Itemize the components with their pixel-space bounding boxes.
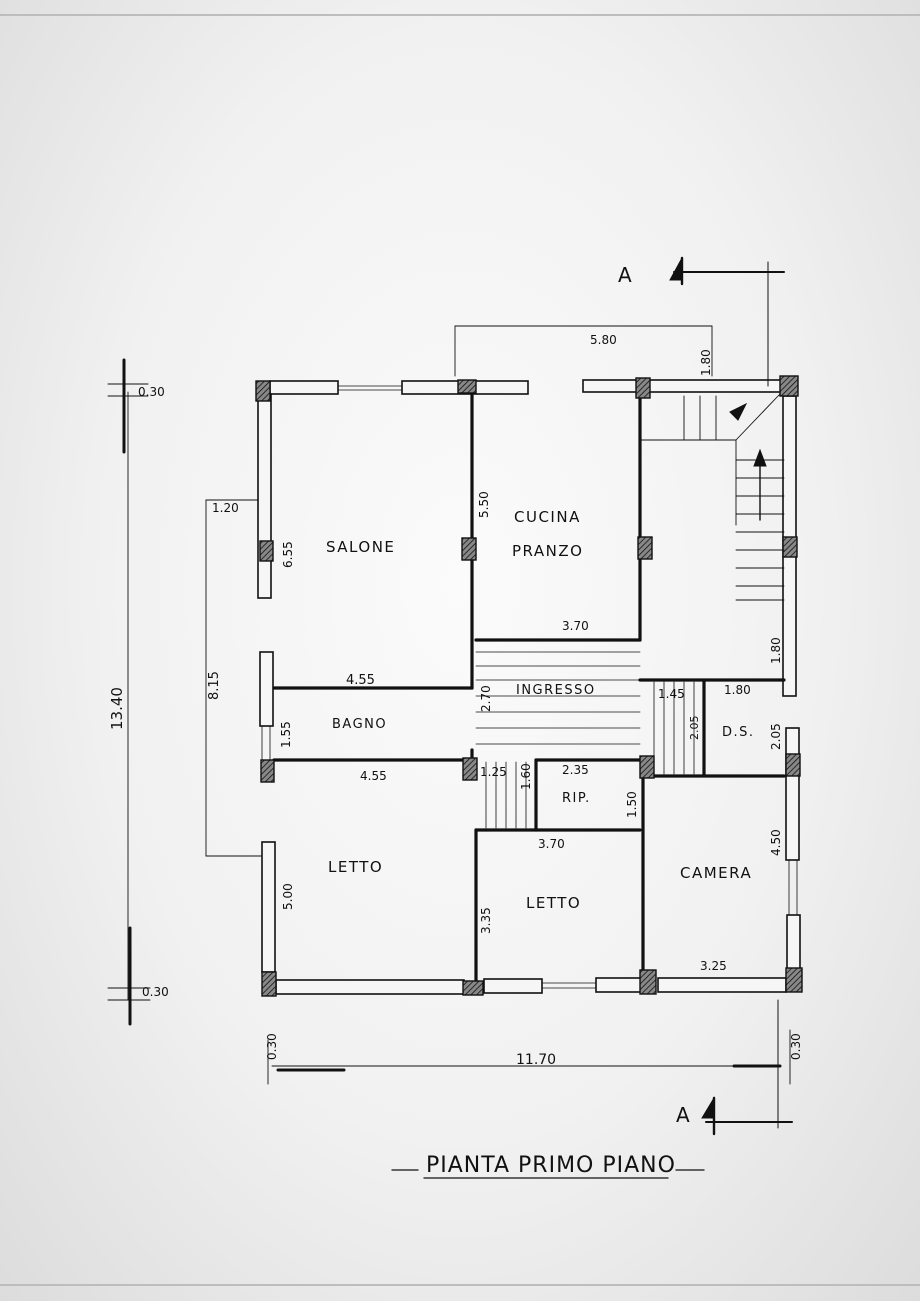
title-strokes xyxy=(391,1169,705,1179)
dim-label-ds-width: 1.80 xyxy=(724,683,751,697)
section-cut-bottom xyxy=(701,999,793,1136)
staircase-upper xyxy=(639,393,785,601)
section-marker-bottom: A xyxy=(676,1103,690,1127)
room-label-pranzo: PRANZO xyxy=(512,542,583,560)
dim-label-1-25: 1.25 xyxy=(480,765,507,779)
room-label-bagno: BAGNO xyxy=(332,717,387,732)
dim-label-1-20: 1.20 xyxy=(212,501,239,515)
dim-label-cucina-height: 5.50 xyxy=(477,491,491,518)
dim-label-rip-height: 1.50 xyxy=(625,791,639,818)
room-label-rip: RIP. xyxy=(562,791,591,806)
outer-wall-left xyxy=(257,393,276,973)
dim-label-5-80: 5.80 xyxy=(590,333,617,347)
outer-wall-bottom xyxy=(275,977,787,995)
dim-label-1-60: 1.60 xyxy=(519,763,533,790)
dim-label-overall-width: 11.70 xyxy=(516,1052,556,1068)
dim-label-cucina-width: 3.70 xyxy=(562,619,589,633)
dim-label-letto-mid-width: 3.70 xyxy=(538,837,565,851)
stair-direction-arrows xyxy=(729,402,767,521)
sheet-border xyxy=(0,14,920,1286)
section-marker-top: A xyxy=(618,263,632,287)
dim-label-salone-width: 4.55 xyxy=(346,673,375,688)
staircase-ingresso xyxy=(475,651,695,829)
dim-label-1-45: 1.45 xyxy=(658,687,685,701)
dim-label-overall-height: 13.40 xyxy=(108,687,126,730)
room-label-ds: D.S. xyxy=(722,725,755,740)
section-cut-top xyxy=(669,256,785,387)
room-label-ingresso: INGRESSO xyxy=(516,683,596,698)
room-label-camera: CAMERA xyxy=(680,864,752,882)
dimension-ticks xyxy=(122,358,782,1072)
dim-label-2-05-stair: 2.05 xyxy=(688,716,701,741)
dim-label-wall-top: 0.30 xyxy=(138,385,165,399)
room-label-salone: SALONE xyxy=(326,538,395,556)
dim-label-bagno-width: 4.55 xyxy=(360,769,387,783)
dim-label-ds-height: 2.05 xyxy=(769,723,783,750)
drawing-title: PIANTA PRIMO PIANO xyxy=(426,1153,676,1178)
dim-label-wall-left: 0.30 xyxy=(265,1033,279,1060)
outer-wall-top xyxy=(269,379,784,395)
dim-label-letto-mid-height: 3.35 xyxy=(479,907,493,934)
dim-label-1-80-top: 1.80 xyxy=(699,349,713,376)
dim-label-wall-right: 0.30 xyxy=(789,1033,803,1060)
pillars xyxy=(255,375,803,997)
dim-label-ingresso-height: 2.70 xyxy=(479,685,493,712)
outer-wall-right xyxy=(782,395,801,971)
room-label-cucina: CUCINA xyxy=(514,508,581,526)
dim-label-8-15: 8.15 xyxy=(207,671,222,700)
dim-label-1-80-stair: 1.80 xyxy=(769,637,783,664)
room-label-letto-left: LETTO xyxy=(328,858,383,876)
dim-label-letto-left-height: 5.00 xyxy=(281,883,295,910)
dim-label-bagno-height: 1.55 xyxy=(279,721,293,748)
dim-label-camera-height: 4.50 xyxy=(769,829,783,856)
dim-label-salone-height: 6.55 xyxy=(281,541,295,568)
dim-label-camera-width: 3.25 xyxy=(700,959,727,973)
room-label-letto-mid: LETTO xyxy=(526,894,581,912)
dim-label-wall-bottom: 0.30 xyxy=(142,985,169,999)
dim-label-rip-width: 2.35 xyxy=(562,763,589,777)
